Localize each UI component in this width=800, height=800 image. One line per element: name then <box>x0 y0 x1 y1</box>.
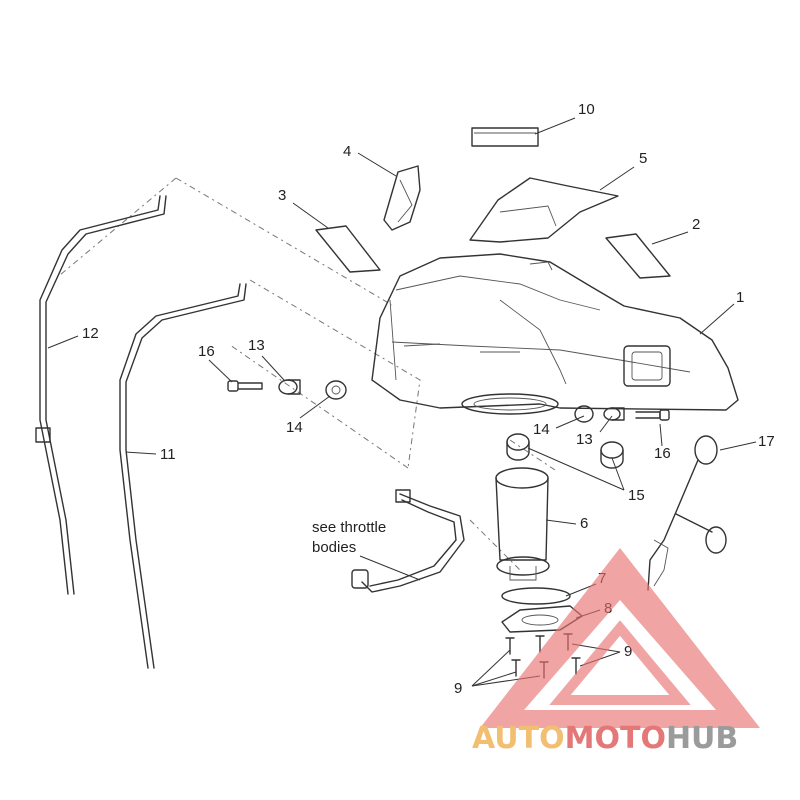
part-3-strip <box>315 225 381 273</box>
callout-6: 6 <box>580 515 588 532</box>
callout-14-right: 14 <box>533 421 550 438</box>
callout-5: 5 <box>639 150 647 167</box>
part-5-shield <box>469 177 619 243</box>
throttle-note: see throttle bodies <box>312 519 386 556</box>
note-line-1: see throttle <box>312 519 386 536</box>
callout-10: 10 <box>578 101 595 118</box>
callout-13-left: 13 <box>248 337 265 354</box>
callout-13-right: 13 <box>576 431 593 448</box>
part-14-grommet-right <box>574 405 594 423</box>
watermark-triangle-icon <box>480 548 760 728</box>
callout-4: 4 <box>343 143 351 160</box>
callout-9-right: 9 <box>624 643 632 660</box>
part-13-collar-right <box>603 407 625 421</box>
callouts: 10 4 5 3 2 1 12 16 13 14 14 13 16 11 17 … <box>82 101 775 697</box>
callout-9-left: 9 <box>454 680 462 697</box>
part-12-hose <box>35 195 167 595</box>
watermark-part-3: HUB <box>666 721 738 756</box>
callout-2: 2 <box>692 216 700 233</box>
callout-3: 3 <box>278 187 286 204</box>
throttle-hose <box>351 489 465 593</box>
part-10-pad <box>471 127 539 147</box>
watermark-part-1: AUTO <box>472 721 565 756</box>
part-2-strip <box>605 233 671 279</box>
part-14-grommet-left <box>325 380 347 400</box>
guide-lines <box>59 177 556 571</box>
part-4-mount <box>383 165 421 231</box>
part-17-level-sender <box>647 435 727 591</box>
part-7-seal <box>501 587 571 605</box>
part-11-hose <box>119 283 247 669</box>
leader-lines <box>47 117 757 687</box>
part-16-bolt-left <box>227 380 263 392</box>
callout-15: 15 <box>628 487 645 504</box>
part-15-grommets <box>506 433 624 469</box>
watermark: AUTOMOTOHUB <box>472 548 760 756</box>
part-13-collar-left <box>278 379 301 395</box>
callout-14-left: 14 <box>286 419 303 436</box>
part-16-bolt-right <box>635 409 670 421</box>
callout-16-right: 16 <box>654 445 671 462</box>
watermark-part-2: MOTO <box>565 721 666 756</box>
callout-17: 17 <box>758 433 775 450</box>
callout-1: 1 <box>736 289 744 306</box>
callout-12: 12 <box>82 325 99 342</box>
callout-16-left: 16 <box>198 343 215 360</box>
note-line-2: bodies <box>312 539 356 556</box>
callout-11: 11 <box>160 446 176 463</box>
part-6-fuel-pump <box>495 467 550 581</box>
watermark-text: AUTOMOTOHUB <box>472 721 738 756</box>
part-1-fuel-tank <box>371 253 739 415</box>
